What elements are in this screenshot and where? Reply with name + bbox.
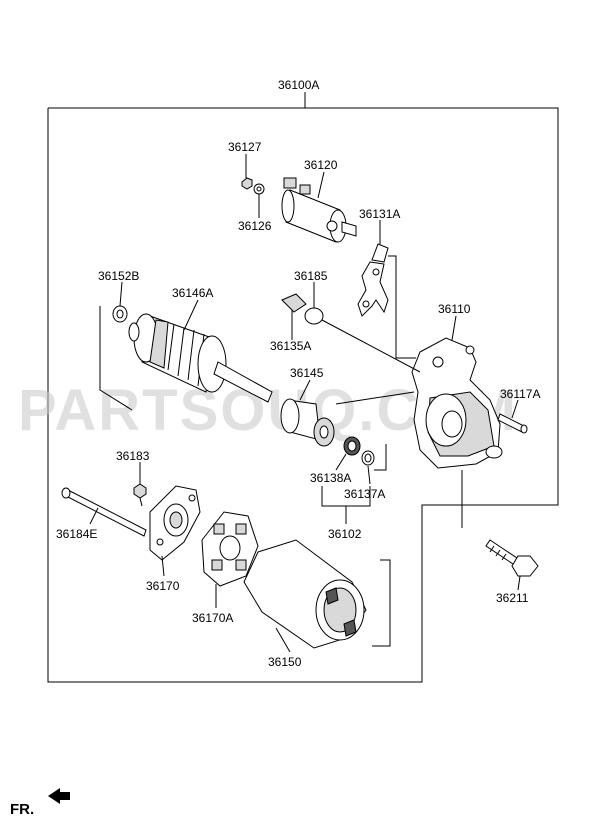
part-label-36211: 36211 <box>496 591 529 605</box>
leader-36110 <box>451 315 457 341</box>
armature-36146A-drawing <box>128 313 273 403</box>
part-label-36170A: 36170A <box>192 611 233 625</box>
housing-36110-drawing <box>411 337 503 469</box>
leader-36138A-right <box>374 444 387 471</box>
part-label-36102: 36102 <box>328 527 362 541</box>
part-label-36145: 36145 <box>290 366 324 380</box>
part-label-36135A: 36135A <box>270 339 311 353</box>
part-label-36146A: 36146A <box>172 286 213 300</box>
leader-36146A <box>183 299 199 331</box>
leader-36184E <box>89 507 99 525</box>
leader-36170 <box>161 555 165 577</box>
part-label-36184E: 36184E <box>56 527 97 541</box>
part-label-36117A: 36117A <box>500 387 540 401</box>
clutch-36145-drawing <box>280 398 335 447</box>
assembly-label: 36100A <box>278 78 319 92</box>
direction-label: FR. <box>10 801 34 818</box>
screw-36183-drawing <box>133 483 147 507</box>
assembly-boundary <box>47 107 559 683</box>
through-bolt-36184E-drawing <box>61 487 147 537</box>
leader-36131A-b <box>388 255 416 359</box>
leader-36150 <box>275 627 291 653</box>
leader-36145 <box>299 379 311 401</box>
part-label-36170: 36170 <box>146 579 180 593</box>
part-label-36183: 36183 <box>116 449 150 463</box>
leader-36211 <box>517 575 521 591</box>
leader-36137A <box>367 465 371 485</box>
part-label-36152B: 36152B <box>98 269 139 283</box>
leader-36150-bracket <box>372 559 391 647</box>
solenoid-36120-drawing <box>281 177 357 243</box>
lever-36131A-drawing <box>357 243 389 317</box>
part-label-36110: 36110 <box>438 302 471 316</box>
leader-36138A <box>335 453 347 471</box>
leader-36117A <box>511 399 519 419</box>
part-label-36120: 36120 <box>304 158 338 172</box>
direction-arrow-icon <box>48 788 70 804</box>
yoke-36150-drawing <box>243 539 367 649</box>
clip-36137A-drawing <box>361 450 375 466</box>
part-label-36150: 36150 <box>268 655 302 669</box>
plate-36135A-drawing <box>281 293 324 325</box>
end-plate-36170-drawing <box>149 485 201 561</box>
ring-36138A-drawing <box>343 436 361 456</box>
washer-36152B-drawing <box>112 305 128 323</box>
leader-36152B-bracket <box>99 306 133 411</box>
leader-36152B <box>119 281 123 307</box>
part-label-36138A: 36138A <box>310 471 351 485</box>
part-label-36131A: 36131A <box>359 207 400 221</box>
screw-36117A-drawing <box>497 413 528 434</box>
part-label-36126: 36126 <box>238 219 272 233</box>
bolt-36211-drawing <box>485 539 539 577</box>
part-label-36185: 36185 <box>294 269 328 283</box>
part-label-36137A: 36137A <box>344 487 385 501</box>
brush-holder-36170A-drawing <box>201 511 259 587</box>
leader-36120 <box>317 171 325 199</box>
nut-36127-drawing <box>241 177 253 190</box>
washer-36126-drawing <box>253 183 265 195</box>
part-label-36127: 36127 <box>228 140 262 154</box>
leader-plate-to-housing <box>321 319 421 373</box>
leader-clutch-to-housing <box>335 391 415 405</box>
